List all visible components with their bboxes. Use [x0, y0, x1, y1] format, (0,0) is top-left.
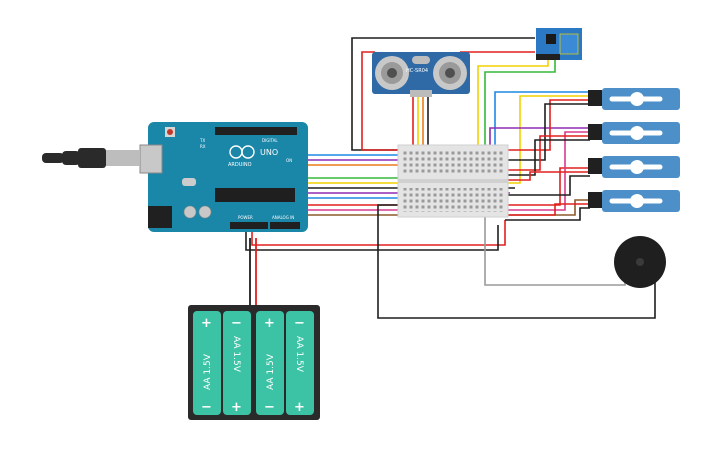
- wire-servo-black-1: [505, 103, 590, 161]
- power-header: [230, 222, 268, 229]
- svg-text:+: +: [201, 316, 212, 331]
- battery-cell-3: + − AA 1.5V: [256, 311, 284, 415]
- svg-text:−: −: [294, 316, 305, 331]
- ultrasonic-sensor[interactable]: HC-SR04: [372, 52, 470, 97]
- tx-label: TX: [199, 138, 205, 143]
- svg-text:+: +: [231, 400, 242, 415]
- svg-text:AA 1.5V: AA 1.5V: [231, 336, 241, 373]
- wire-servo-black-4: [505, 207, 590, 221]
- wire-esp-yellow: [477, 60, 549, 150]
- digital-header: [215, 127, 297, 135]
- usb-port: [139, 144, 163, 174]
- wire-servo-red-4: [505, 203, 590, 216]
- on-label: ON: [286, 158, 292, 163]
- svg-text:AA 1.5V: AA 1.5V: [203, 353, 213, 390]
- analog-header: [270, 222, 300, 229]
- battery-pack[interactable]: + − AA 1.5V − + AA 1.5V + − AA 1.5V − + …: [188, 305, 320, 420]
- battery-cell-2: − + AA 1.5V: [223, 311, 251, 415]
- wire-buzzer-black: [377, 204, 656, 319]
- svg-text:+: +: [264, 316, 275, 331]
- board-model: UNO: [260, 148, 278, 157]
- wire-buzzer-gray: [484, 214, 626, 286]
- wifi-module[interactable]: [536, 28, 582, 60]
- dc-jack: [148, 206, 172, 228]
- wire-servo-black-3: [505, 175, 590, 196]
- wire-servo-red-1: [505, 99, 590, 151]
- piezo-buzzer[interactable]: [614, 236, 666, 288]
- svg-text:−: −: [231, 316, 242, 331]
- svg-text:−: −: [201, 400, 212, 415]
- wire-servo-black-2: [505, 139, 590, 176]
- servo-1[interactable]: [588, 88, 680, 110]
- svg-text:AA 1.5V: AA 1.5V: [266, 353, 276, 390]
- usb-plug: [42, 148, 140, 168]
- servo-2[interactable]: [588, 122, 680, 144]
- atmega-chip: [215, 188, 295, 202]
- wire-top-red: [361, 51, 410, 151]
- analog-label: ANALOG IN: [272, 215, 294, 220]
- wire-servo-purple: [489, 127, 590, 150]
- battery-cell-4: − + AA 1.5V: [286, 311, 314, 415]
- svg-text:+: +: [294, 400, 305, 415]
- servo-3[interactable]: [588, 156, 680, 178]
- wire-servo-blue: [494, 91, 590, 150]
- rx-label: RX: [200, 144, 206, 149]
- wire-pwr-black: [245, 225, 499, 251]
- breadboard[interactable]: [397, 144, 509, 218]
- wire-servo-red-2: [505, 135, 590, 171]
- wire-servo-red-3: [505, 171, 590, 181]
- svg-text:AA 1.5V: AA 1.5V: [294, 336, 304, 373]
- battery-cell-1: + − AA 1.5V: [193, 311, 221, 415]
- digital-label: DIGITAL: [262, 138, 278, 143]
- arduino-uno[interactable]: UNO ARDUINO DIGITAL POWER ANALOG IN TX R…: [139, 122, 308, 232]
- svg-text:−: −: [264, 400, 275, 415]
- sensor-label: HC-SR04: [406, 68, 428, 74]
- servo-4[interactable]: [588, 190, 680, 212]
- wire-esp-green: [484, 60, 556, 150]
- power-label: POWER: [238, 215, 253, 220]
- board-brand: ARDUINO: [228, 162, 252, 168]
- arduino-logo: [229, 145, 255, 159]
